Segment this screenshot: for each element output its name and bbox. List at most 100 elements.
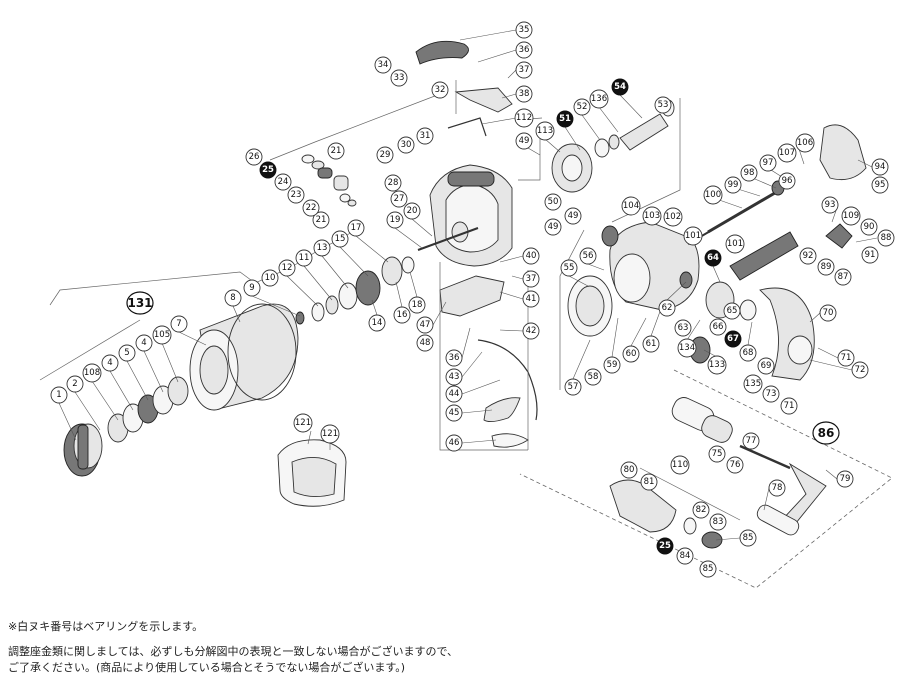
part-number: 54 [614, 82, 626, 92]
callout-circle [312, 211, 330, 229]
callout-circle [278, 259, 296, 277]
callout-circle [66, 375, 84, 393]
part-callout: 69 [757, 357, 775, 375]
callout-circle [834, 268, 852, 286]
part-number: 58 [588, 372, 599, 382]
callout-circle [515, 41, 533, 59]
part-callout: 103 [642, 206, 662, 226]
callout-circle [861, 246, 879, 264]
part-callout: 104 [621, 196, 641, 216]
part-callout: 110 [670, 455, 690, 475]
callout-circle [261, 269, 279, 287]
callout-circle [313, 239, 331, 257]
callout-circle [837, 349, 855, 367]
part-number: 29 [380, 150, 391, 160]
part-number: 32 [435, 85, 446, 95]
part-number: 44 [449, 389, 460, 399]
part-number: 47 [420, 320, 431, 330]
part-number: 69 [761, 361, 772, 371]
callout-circle [589, 89, 609, 109]
callout-circle [522, 290, 540, 308]
callout-circle [707, 355, 727, 375]
group-callout: 131 [126, 291, 154, 315]
part-number: 91 [865, 250, 876, 260]
part-callout: 17 [347, 219, 365, 237]
part-number: 23 [291, 190, 302, 200]
part-number: 64 [707, 253, 719, 263]
part-number: 89 [821, 262, 832, 272]
callout-circle [762, 385, 780, 403]
part-number: 19 [390, 215, 401, 225]
part-callout: 34 [374, 56, 392, 74]
part-number: 18 [412, 300, 423, 310]
callout-circle [384, 174, 402, 192]
part-number: 21 [316, 215, 327, 225]
callout-circle [515, 21, 533, 39]
part-callout: 80 [620, 461, 638, 479]
group-callout: 86 [812, 421, 840, 445]
part-callout: 102 [663, 207, 683, 227]
part-callout: 56 [579, 247, 597, 265]
part-callout: 24 [274, 173, 292, 191]
part-number: 71 [841, 353, 852, 363]
part-number: 28 [388, 178, 399, 188]
part-number: 108 [84, 368, 100, 378]
spool-band-illustration [277, 439, 347, 507]
part-callout: 59 [603, 356, 621, 374]
part-callout: 23 [287, 186, 305, 204]
callout-circle [724, 176, 742, 194]
callout-circle [376, 146, 394, 164]
part-number: 21 [331, 146, 342, 156]
callout-circle [708, 445, 726, 463]
part-callout: 40 [522, 247, 540, 265]
part-callout: 20 [403, 202, 421, 220]
callout-circle [259, 161, 277, 179]
part-number: 90 [864, 222, 875, 232]
part-callout: 29 [376, 146, 394, 164]
part-callout: 21 [327, 142, 345, 160]
callout-circle [656, 537, 674, 555]
callout-circle [743, 374, 763, 394]
callout-circle [799, 247, 817, 265]
part-callout: 81 [640, 473, 658, 491]
part-callout: 79 [836, 470, 854, 488]
callout-circle [82, 363, 102, 383]
part-callout: 43 [445, 368, 463, 386]
part-callout: 92 [799, 247, 817, 265]
part-number: 35 [519, 25, 530, 35]
part-callout: 93 [821, 196, 839, 214]
part-number: 80 [624, 465, 635, 475]
callout-circle [515, 85, 533, 103]
part-callout: 4 [135, 334, 153, 352]
part-number: 48 [420, 338, 431, 348]
part-callout: 50 [544, 193, 562, 211]
part-callout: 13 [313, 239, 331, 257]
part-number: 37 [526, 274, 537, 284]
callout-circle [584, 368, 602, 386]
callout-circle [522, 270, 540, 288]
callout-circle [560, 259, 578, 277]
callout-circle [408, 296, 426, 314]
callout-circle [320, 424, 340, 444]
part-number: 99 [728, 180, 739, 190]
callout-circle [416, 127, 434, 145]
callout-circle [841, 206, 861, 226]
part-number: 79 [840, 474, 851, 484]
part-callout: 72 [851, 361, 869, 379]
part-number: 71 [784, 401, 795, 411]
part-number: 61 [646, 339, 657, 349]
callout-circle [368, 314, 386, 332]
washer-note-line1: 調整座金類に関しましては、必ずしも分解図中の表現と一致しない場合がございますので… [8, 645, 459, 658]
part-number: 87 [838, 272, 849, 282]
callout-circle [403, 202, 421, 220]
part-callout: 47 [416, 316, 434, 334]
part-number: 78 [772, 483, 783, 493]
callout-circle [397, 136, 415, 154]
part-callout: 27 [390, 190, 408, 208]
callout-circle [393, 306, 411, 324]
callout-circle [431, 81, 449, 99]
part-callout: 12 [278, 259, 296, 277]
callout-circle [347, 219, 365, 237]
callout-circle [243, 279, 261, 297]
part-callout: 135 [743, 374, 763, 394]
